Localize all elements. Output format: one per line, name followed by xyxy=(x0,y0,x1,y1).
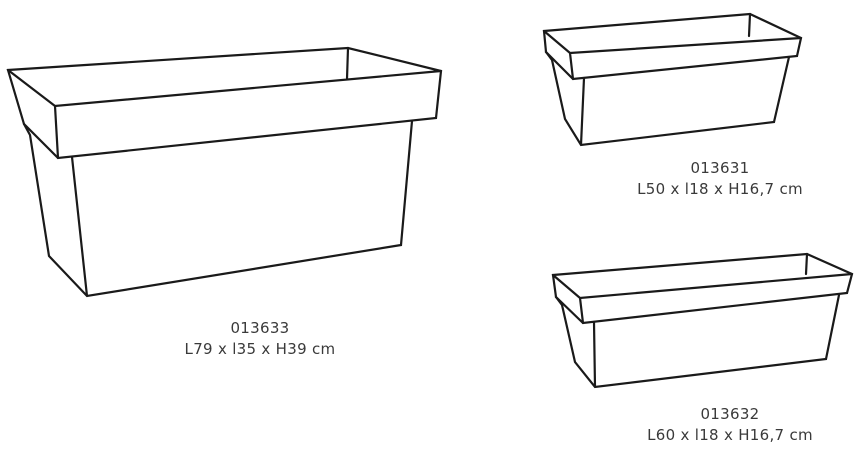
planter-medium-rim-inner xyxy=(551,252,854,325)
planter-large-rim-inner xyxy=(6,46,443,160)
planter-medium-dimensions: L60 x l18 x H16,7 cm xyxy=(647,426,813,444)
planter-medium-code: 013632 xyxy=(700,405,760,423)
planter-large-caption: 013633 L79 x l35 x H39 cm xyxy=(150,318,370,360)
planter-medium-drawing xyxy=(551,252,854,389)
planter-small-dimensions: L50 x l18 x H16,7 cm xyxy=(637,180,803,198)
planter-medium-body xyxy=(554,293,841,389)
planter-small-drawing xyxy=(542,12,803,147)
planter-large-code: 013633 xyxy=(230,319,290,337)
planter-large-body xyxy=(22,119,414,298)
planter-small-rim-inner xyxy=(542,12,803,81)
planter-small-caption: 013631 L50 x l18 x H16,7 cm xyxy=(610,158,830,200)
planter-large-rim-outer xyxy=(6,46,443,160)
planter-large-drawing xyxy=(6,46,443,298)
planter-large-dimensions: L79 x l35 x H39 cm xyxy=(184,340,336,358)
planter-medium-caption: 013632 L60 x l18 x H16,7 cm xyxy=(620,404,840,446)
planter-small-code: 013631 xyxy=(690,159,750,177)
planter-small-body xyxy=(544,50,791,147)
